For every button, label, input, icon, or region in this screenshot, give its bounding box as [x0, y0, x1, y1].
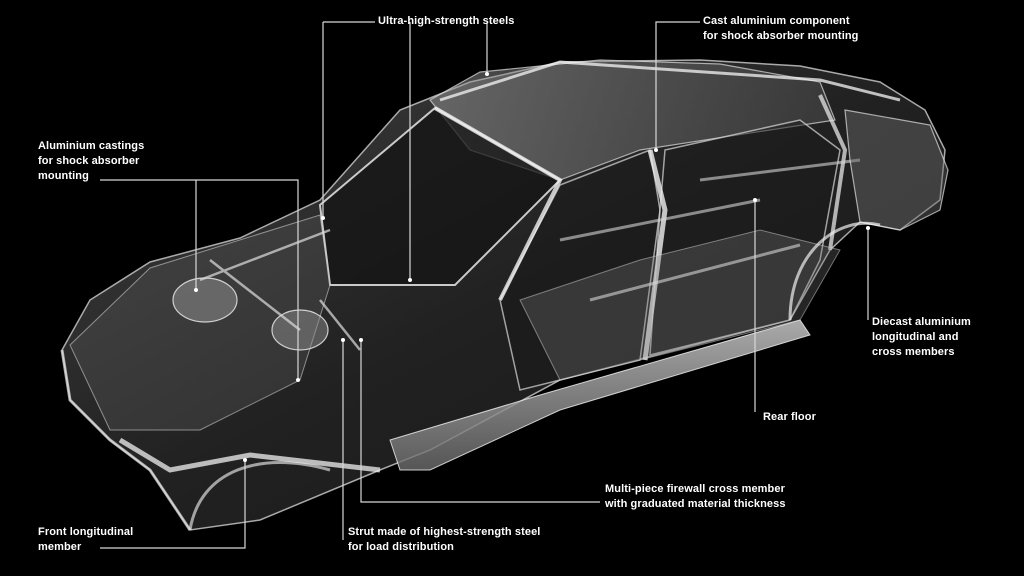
- leader-aluminium-castings: [100, 179, 299, 380]
- callout-line: cross members: [872, 346, 955, 358]
- callout-line: Diecast aluminium: [872, 316, 971, 328]
- leader-cast-aluminium: [655, 21, 700, 150]
- floor-pan: [519, 229, 841, 381]
- leader-dot: [194, 288, 198, 292]
- callout-line: longitudinal and: [872, 331, 959, 343]
- c-pillar: [818, 94, 848, 251]
- leader-firewall: [360, 340, 600, 503]
- leader-ultra-high-strength-steels: [322, 21, 488, 280]
- callout-line: Cast aluminium component: [703, 15, 850, 27]
- side-sill: [389, 319, 811, 471]
- roof-rail: [439, 60, 901, 102]
- leader-dot: [341, 338, 345, 342]
- callout-line: member: [38, 541, 82, 553]
- leader-dot: [408, 278, 412, 282]
- suspension-strut: [199, 228, 361, 351]
- leader-dot: [866, 226, 870, 230]
- leader-dot: [321, 216, 325, 220]
- a-pillar: [434, 106, 563, 301]
- b-pillar: [642, 149, 668, 361]
- callout-rear-floor: Rear floor: [763, 410, 816, 425]
- cross-members: [559, 158, 861, 302]
- leader-dot: [654, 148, 658, 152]
- callout-ultra-high-strength-steels: Ultra-high-strength steels: [378, 14, 514, 29]
- callout-line: Front longitudinal: [38, 526, 134, 538]
- callout-line: for shock absorber mounting: [703, 30, 859, 42]
- callout-line: Ultra-high-strength steels: [378, 15, 515, 27]
- callout-firewall-cross-member: Multi-piece firewall cross member with g…: [605, 482, 786, 512]
- leader-front-longitudinal: [100, 460, 246, 549]
- front-bumper-beam: [60, 349, 192, 531]
- callout-line: Aluminium castings: [38, 140, 145, 152]
- front-wheel-arch: [188, 461, 331, 531]
- leader-dot: [296, 378, 300, 382]
- callout-line: for load distribution: [348, 541, 454, 553]
- callout-aluminium-castings: Aluminium castings for shock absorber mo…: [38, 139, 144, 184]
- leader-dot: [359, 338, 363, 342]
- shock-tower-left: [172, 277, 238, 323]
- callout-front-longitudinal: Front longitudinal member: [38, 525, 133, 555]
- callout-diecast-aluminium: Diecast aluminium longitudinal and cross…: [872, 315, 971, 360]
- callout-line: Strut made of highest-strength steel: [348, 526, 541, 538]
- callout-strut: Strut made of highest-strength steel for…: [348, 525, 540, 555]
- rear-wheel-arch: [788, 221, 881, 321]
- leader-dot: [243, 458, 247, 462]
- callout-line: for shock absorber: [38, 155, 140, 167]
- callout-line: Multi-piece firewall cross member: [605, 483, 785, 495]
- callout-line: with graduated material thickness: [605, 498, 786, 510]
- leader-dot: [753, 198, 757, 202]
- callout-line: Rear floor: [763, 411, 816, 423]
- callout-line: mounting: [38, 170, 89, 182]
- leader-dot: [485, 72, 489, 76]
- front-longitudinal-rail: [118, 437, 381, 473]
- rear-end-structure: [844, 109, 949, 231]
- leader-lines: [100, 21, 869, 549]
- callout-cast-aluminium-component: Cast aluminium component for shock absor…: [703, 14, 859, 44]
